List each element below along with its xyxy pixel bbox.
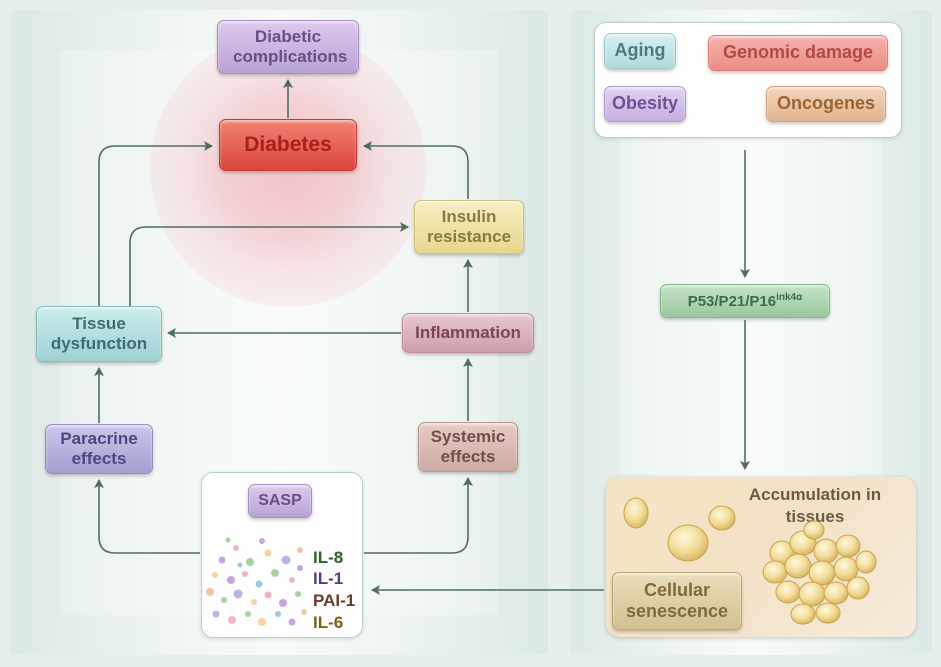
paracrine-effects-box: Paracrine effects <box>45 424 153 474</box>
tissue-dysfunction-label: Tissue dysfunction <box>50 313 148 353</box>
genomic-damage-label: Genomic damage <box>722 42 874 63</box>
cellular-senescence-box: Cellular senescence <box>612 572 742 630</box>
p53-label: P53/P21/P16ink4α <box>688 292 803 311</box>
arrow-insulin-to-diabetes <box>363 141 469 199</box>
sasp-box: SASP <box>248 484 312 518</box>
senescent-cells <box>623 497 877 625</box>
obesity-box: Obesity <box>604 86 686 122</box>
obesity-label: Obesity <box>611 93 679 114</box>
diabetes-label: Diabetes <box>244 132 332 156</box>
sasp-particles <box>206 537 307 626</box>
genomic-damage-box: Genomic damage <box>708 35 888 71</box>
oncogenes-label: Oncogenes <box>776 93 876 114</box>
p53-p21-p16-box: P53/P21/P16ink4α <box>660 284 830 318</box>
aging-label: Aging <box>614 40 666 61</box>
p53-base-text: P53/P21/P16 <box>687 292 777 310</box>
tissue-dysfunction-box: Tissue dysfunction <box>36 306 162 362</box>
oncogenes-box: Oncogenes <box>766 86 886 122</box>
cellular-senescence-label: Cellular senescence <box>625 579 729 621</box>
inflammation-label: Inflammation <box>415 322 521 342</box>
aging-box: Aging <box>604 33 676 69</box>
arrow-tissue-to-insulin <box>129 222 409 306</box>
arrow-sasp-to-paracrine <box>94 479 200 554</box>
insulin-resistance-box: Insulin resistance <box>414 200 524 254</box>
diabetes-box: Diabetes <box>219 119 357 171</box>
insulin-resistance-label: Insulin resistance <box>426 206 512 246</box>
diabetic-complications-box: Diabetic complications <box>217 20 359 74</box>
systemic-effects-box: Systemic effects <box>418 422 518 472</box>
il1-label: IL-1 <box>313 569 344 588</box>
arrow-tissue-to-diabetes <box>98 141 213 306</box>
il8-label: IL-8 <box>313 548 344 567</box>
systemic-effects-label: Systemic effects <box>430 426 506 466</box>
paracrine-effects-label: Paracrine effects <box>60 428 138 468</box>
arrow-sasp-to-systemic <box>364 477 473 554</box>
sasp-label: SASP <box>258 491 302 509</box>
pai1-label: PAI-1 <box>313 591 356 610</box>
p53-superscript: ink4α <box>776 291 803 303</box>
diabetic-complications-label: Diabetic complications <box>233 26 348 66</box>
accumulation-label: Accumulation in tissues <box>748 485 882 527</box>
il6-label: IL-6 <box>313 613 344 632</box>
inflammation-box: Inflammation <box>402 313 534 353</box>
